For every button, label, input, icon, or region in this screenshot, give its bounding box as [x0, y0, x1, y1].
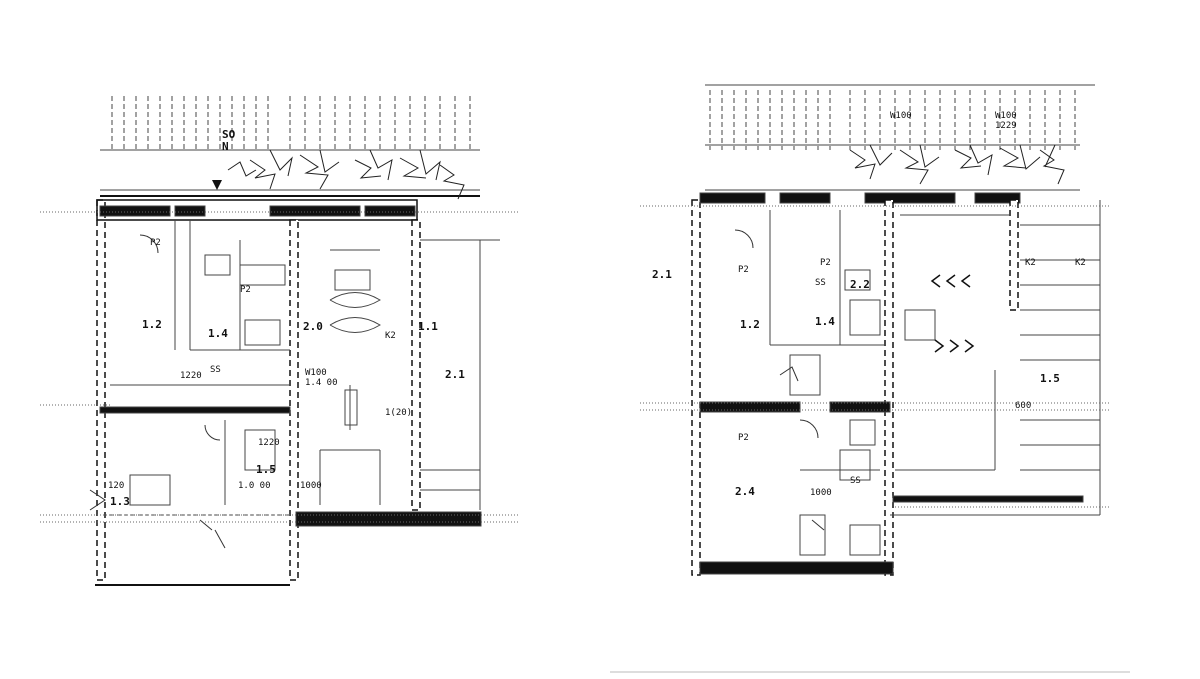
- left-room-number: 1.5: [256, 463, 276, 476]
- left-label: P2: [240, 285, 251, 295]
- right-label: W100: [995, 111, 1017, 121]
- left-label: 120: [108, 481, 124, 491]
- left-label: 1(20): [385, 408, 412, 418]
- left-exterior-walls: [95, 199, 482, 586]
- left-room-number: 2.1: [445, 368, 465, 381]
- right-plan-labels: 1.2 1.4 2.2 2.4 1.5 2.1 P2 P2 P2 SS K2 K…: [652, 111, 1086, 498]
- left-label: SS: [210, 365, 221, 375]
- right-label: K2: [1075, 258, 1086, 268]
- right-label: P2: [738, 433, 749, 443]
- right-room-number: 2.2: [850, 278, 870, 291]
- right-label: SS: [850, 476, 861, 486]
- left-label: W100: [305, 368, 327, 378]
- left-top-hatching: [111, 96, 471, 150]
- left-label: K2: [385, 331, 396, 341]
- left-room-number: 2.0: [303, 320, 323, 333]
- left-label: P2: [150, 238, 161, 248]
- left-label: 1.4 00: [305, 378, 338, 388]
- right-plant-symbols: [849, 144, 1065, 185]
- right-label: P2: [738, 265, 749, 275]
- right-room-number: 2.1: [652, 268, 672, 281]
- right-room-number: 2.4: [735, 485, 755, 498]
- right-label: 1000: [810, 488, 832, 498]
- right-dimension-lines: [640, 205, 1110, 508]
- right-exterior-walls: [691, 192, 1084, 576]
- right-room-number: 1.5: [1040, 372, 1060, 385]
- right-label: SS: [815, 278, 826, 288]
- right-stair-chevrons: [930, 274, 975, 353]
- left-north-arrow: [212, 180, 222, 190]
- left-label: 1220: [180, 371, 202, 381]
- left-door-swings: [89, 234, 226, 549]
- left-label: 1.0 00: [238, 481, 271, 491]
- right-label: 600: [1015, 401, 1031, 411]
- left-room-number: 1.1: [418, 320, 438, 333]
- left-dimension-lines: [40, 211, 520, 523]
- right-label: P2: [820, 258, 831, 268]
- right-label: K2: [1025, 258, 1036, 268]
- right-label: W100: [890, 111, 912, 121]
- right-top-hatching: [709, 90, 1076, 150]
- left-label: 1000: [300, 481, 322, 491]
- left-plant-symbols: [227, 149, 465, 200]
- left-room-number: 1.3: [110, 495, 130, 508]
- right-interior-partitions: [610, 200, 1130, 673]
- left-room-number: 1.2: [142, 318, 162, 331]
- left-label: 1220: [258, 438, 280, 448]
- right-room-number: 1.4: [815, 315, 835, 328]
- right-floor-plan: [610, 84, 1130, 673]
- right-door-swings: [734, 229, 825, 531]
- right-label: 1229: [995, 121, 1017, 131]
- left-floor-plan: [40, 96, 520, 586]
- right-room-number: 1.2: [740, 318, 760, 331]
- left-room-number: 1.4: [208, 327, 228, 340]
